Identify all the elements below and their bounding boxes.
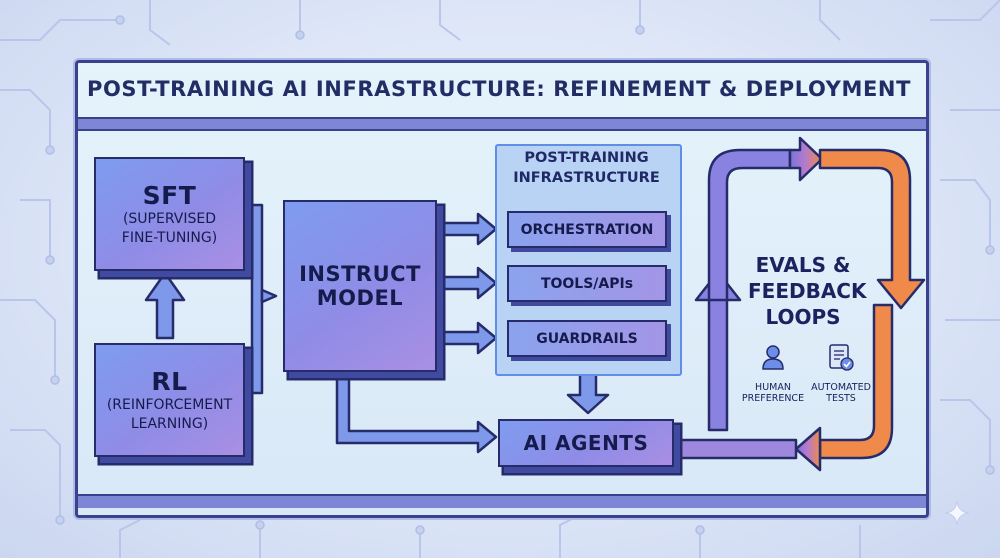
instruct-model-block: INSTRUCT MODEL (283, 200, 437, 372)
human-line2: PREFERENCE (741, 393, 805, 404)
sft-block: SFT (SUPERVISED FINE-TUNING) (94, 157, 245, 271)
rl-sub1: (REINFORCEMENT (106, 396, 233, 413)
loop-line3: LOOPS (765, 305, 841, 329)
checklist-icon (828, 343, 854, 375)
rl-to-sft-arrow (144, 271, 186, 340)
ai-agents-label: AI AGENTS (523, 431, 649, 455)
tools-apis-box: TOOLS/APIs (507, 265, 667, 302)
sft-sub1: (SUPERVISED (122, 210, 217, 227)
sft-to-instruct-arrow (245, 203, 264, 395)
person-icon (761, 344, 785, 374)
title-divider (78, 117, 926, 131)
loop-line2: FEEDBACK (748, 279, 867, 303)
human-preference-label: HUMAN PREFERENCE (735, 382, 811, 404)
automated-tests-label: AUTOMATED TESTS (803, 382, 879, 404)
feedback-loop (674, 136, 926, 472)
infra-to-agents-arrow (566, 370, 610, 415)
guardrails-box: GUARDRAILS (507, 320, 667, 357)
loop-line1: EVALS & (755, 253, 851, 277)
sparkle-icon (944, 500, 970, 526)
infrastructure-title-line2: INFRASTRUCTURE (513, 170, 660, 186)
to-tools-arrow (435, 266, 498, 300)
orchestration-box: ORCHESTRATION (507, 211, 667, 248)
rl-sub2: LEARNING) (130, 415, 209, 432)
to-orchestration-arrow (435, 212, 498, 246)
instruct-line1: INSTRUCT (299, 262, 421, 286)
auto-line1: AUTOMATED (811, 382, 871, 393)
rl-block: RL (REINFORCEMENT LEARNING) (94, 343, 245, 457)
ai-agents-block: AI AGENTS (498, 419, 674, 467)
bottom-divider (78, 494, 926, 508)
sft-sub2: FINE-TUNING) (121, 229, 218, 246)
to-guardrails-arrow (435, 321, 498, 355)
instruct-to-agents-arrow (335, 370, 498, 454)
page-title: POST-TRAINING AI INFRASTRUCTURE: REFINEM… (86, 77, 912, 101)
sft-label: SFT (142, 180, 197, 210)
infrastructure-title: POST-TRAINING INFRASTRUCTURE (495, 148, 678, 188)
evals-feedback-label: EVALS & FEEDBACK LOOPS (748, 252, 867, 330)
bracket-point (260, 288, 278, 304)
instruct-line2: MODEL (316, 286, 404, 310)
title-box: POST-TRAINING AI INFRASTRUCTURE: REFINEM… (75, 60, 923, 118)
rl-label: RL (151, 366, 188, 396)
auto-line2: TESTS (826, 393, 856, 404)
human-line1: HUMAN (755, 382, 791, 393)
infrastructure-title-line1: POST-TRAINING (524, 150, 649, 166)
